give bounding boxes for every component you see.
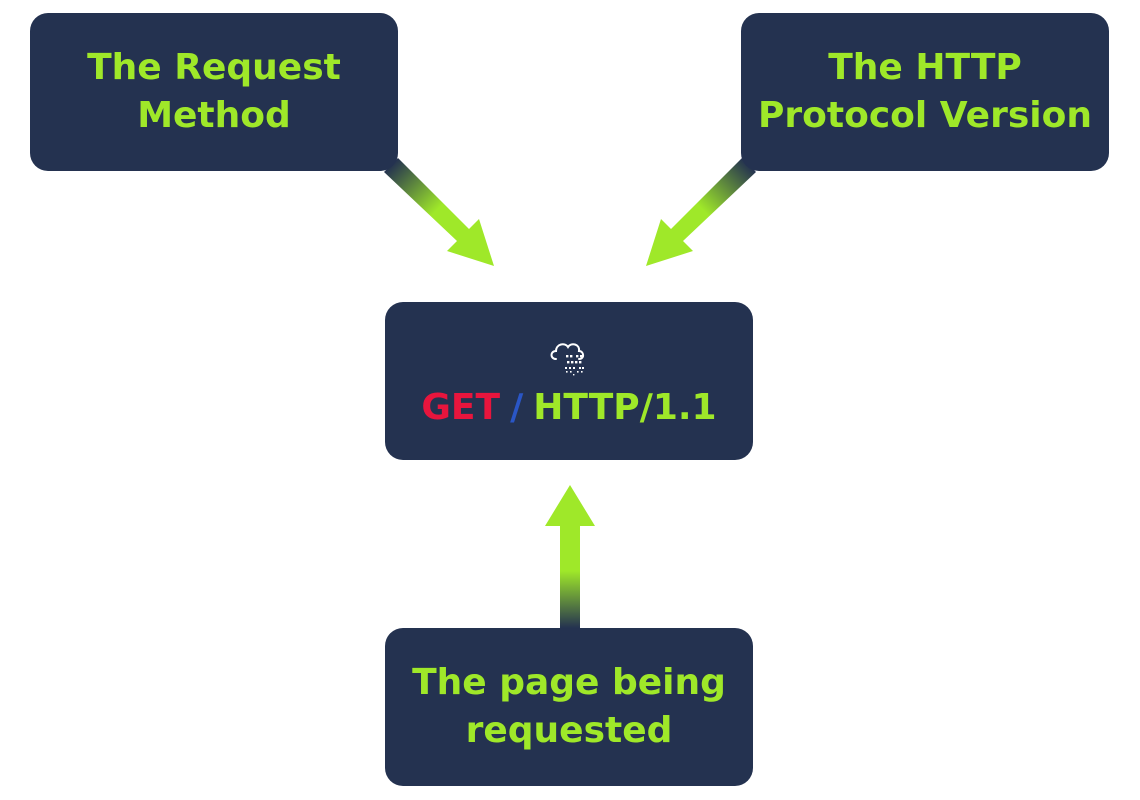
request-version-text: HTTP/1.1 (533, 387, 717, 428)
page-requested-box: The page being requested (385, 628, 753, 786)
request-method-text: GET (421, 387, 501, 428)
request-line-box: GET/HTTP/1.1 (385, 302, 753, 460)
arrow-version (646, 158, 756, 266)
request-method-box: The Request Method (30, 13, 398, 171)
protocol-version-label: The HTTP Protocol Version (758, 47, 1092, 136)
protocol-version-box: The HTTP Protocol Version (741, 13, 1109, 171)
arrow-page (545, 485, 595, 628)
page-requested-label: The page being requested (412, 662, 726, 751)
cloud-binary-icon (550, 343, 585, 376)
arrow-method (384, 158, 494, 266)
request-method-label: The Request Method (87, 47, 341, 136)
request-path-text: / (510, 387, 524, 428)
request-line: GET/HTTP/1.1 (421, 386, 716, 430)
